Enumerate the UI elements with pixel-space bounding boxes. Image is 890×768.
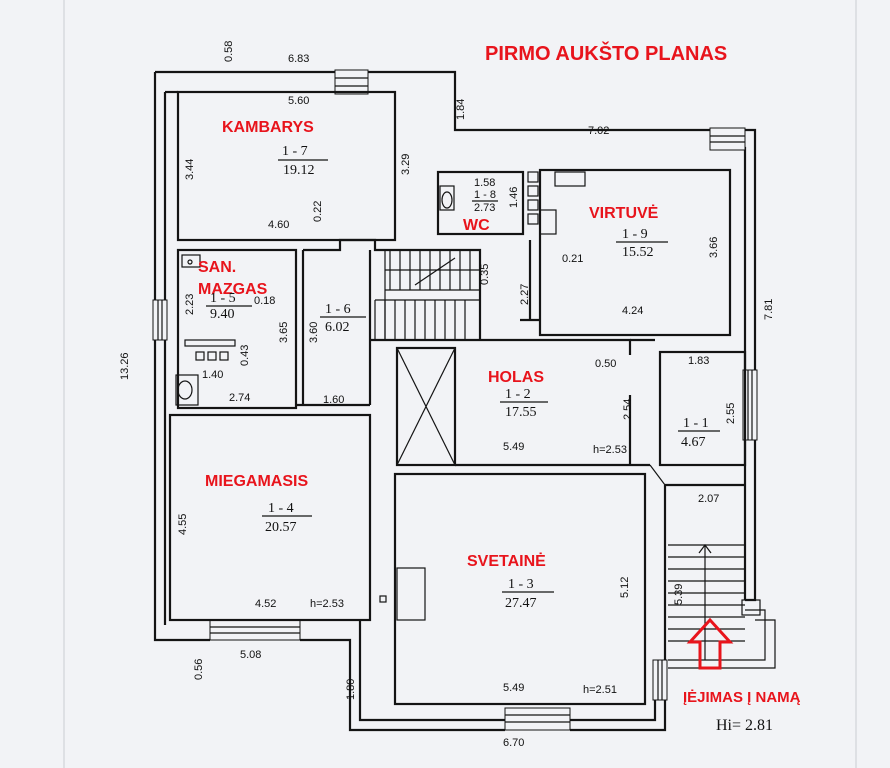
dim-180: 1.80	[345, 679, 357, 700]
dim-274: 2.74	[229, 392, 250, 404]
entrance-stairs	[668, 544, 776, 669]
dim-512: 5.12	[619, 577, 631, 598]
room-area-miegamasis: 20.57	[265, 520, 297, 535]
room-area-kambarys: 19.12	[283, 163, 315, 178]
room-name-kambarys: KAMBARYS	[222, 119, 314, 136]
dim-223: 2.23	[184, 294, 196, 315]
entrance-label: ĮĖJIMAS Į NAMĄ	[683, 689, 801, 706]
dim-539: 5.39	[673, 584, 685, 605]
dim-452: 4.52	[255, 598, 276, 610]
dim-560: 5.60	[288, 95, 309, 107]
dim-018: 0.18	[254, 295, 275, 307]
room-name-miegamasis: MIEGAMASIS	[205, 473, 308, 490]
labels: PIRMO AUKŠTO PLANAS KAMBARYS 1 - 7 19.12…	[198, 41, 801, 734]
interior-walls	[168, 90, 747, 706]
room-area-prieangis: 4.67	[681, 435, 706, 450]
room-id-wc: 1 - 8	[474, 189, 496, 201]
room-id-kambarys: 1 - 7	[282, 144, 308, 159]
room-height-miegamasis: h=2.53	[310, 598, 344, 610]
room-id-svetaine: 1 - 3	[508, 577, 534, 592]
dim-183: 1.83	[688, 355, 709, 367]
dim-781: 7.81	[763, 299, 775, 320]
dim-360: 3.60	[308, 322, 320, 343]
dim-683: 6.83	[288, 53, 309, 65]
room-area-koridorius: 6.02	[325, 320, 350, 335]
room-height-svetaine: h=2.51	[583, 684, 617, 696]
dim-035: 0.35	[479, 264, 491, 285]
dim-207: 2.07	[698, 493, 719, 505]
dim-365: 3.65	[278, 322, 290, 343]
dim-344: 3.44	[184, 159, 196, 180]
room-id-san: 1 - 5	[210, 291, 236, 306]
room-name-san-2: MAZGAS	[198, 281, 268, 298]
room-id-prieangis: 1 - 1	[683, 416, 709, 431]
dim-184: 1.84	[455, 99, 467, 120]
room-area-san: 9.40	[210, 307, 235, 322]
dim-255: 2.55	[725, 403, 737, 424]
dim-549b: 5.49	[503, 682, 524, 694]
dim-058: 0.58	[223, 41, 235, 62]
dim-158: 1.58	[474, 177, 495, 189]
dim-254: 2.54	[622, 399, 634, 420]
dimensions: 0.58 6.83 5.60 1.84 7.02 3.44 3.29 4.60 …	[119, 41, 775, 749]
dim-670: 6.70	[503, 737, 524, 749]
dim-160: 1.60	[323, 394, 344, 406]
dim-460: 4.60	[268, 219, 289, 231]
room-area-svetaine: 27.47	[505, 596, 537, 611]
dim-549a: 5.49	[503, 441, 524, 453]
room-name-wc: WC	[463, 217, 490, 234]
dim-366: 3.66	[708, 237, 720, 258]
room-id-miegamasis: 1 - 4	[268, 501, 294, 516]
room-name-virtuve: VIRTUVĖ	[589, 204, 659, 222]
room-area-wc: 2.73	[474, 202, 495, 214]
interior-stairs	[374, 250, 480, 340]
dim-043: 0.43	[239, 345, 251, 366]
room-id-koridorius: 1 - 6	[325, 302, 351, 317]
room-area-virtuve: 15.52	[622, 245, 654, 260]
room-id-virtuve: 1 - 9	[622, 227, 648, 242]
dim-508: 5.08	[240, 649, 261, 661]
dim-021: 0.21	[562, 253, 583, 265]
room-height-holas: h=2.53	[593, 444, 627, 456]
room-name-holas: HOLAS	[488, 369, 544, 386]
dim-424: 4.24	[622, 305, 643, 317]
dim-050: 0.50	[595, 358, 616, 370]
windows	[152, 69, 758, 731]
hi-label: Hi= 2.81	[716, 717, 773, 734]
dim-146: 1.46	[508, 187, 520, 208]
dim-1326: 13.26	[119, 352, 131, 380]
fixtures	[175, 171, 586, 621]
room-name-svetaine: SVETAINĖ	[467, 552, 546, 570]
dim-140: 1.40	[202, 369, 223, 381]
dim-056: 0.56	[193, 659, 205, 680]
room-area-holas: 17.55	[505, 405, 537, 420]
dim-227: 2.27	[519, 284, 531, 305]
dim-702: 7.02	[588, 125, 609, 137]
entrance-arrow-icon	[686, 617, 734, 670]
room-id-holas: 1 - 2	[505, 387, 531, 402]
dim-455: 4.55	[177, 514, 189, 535]
room-name-san-1: SAN.	[198, 259, 236, 276]
dim-022: 0.22	[312, 201, 324, 222]
dim-329: 3.29	[400, 154, 412, 175]
plan-title: PIRMO AUKŠTO PLANAS	[485, 41, 727, 65]
